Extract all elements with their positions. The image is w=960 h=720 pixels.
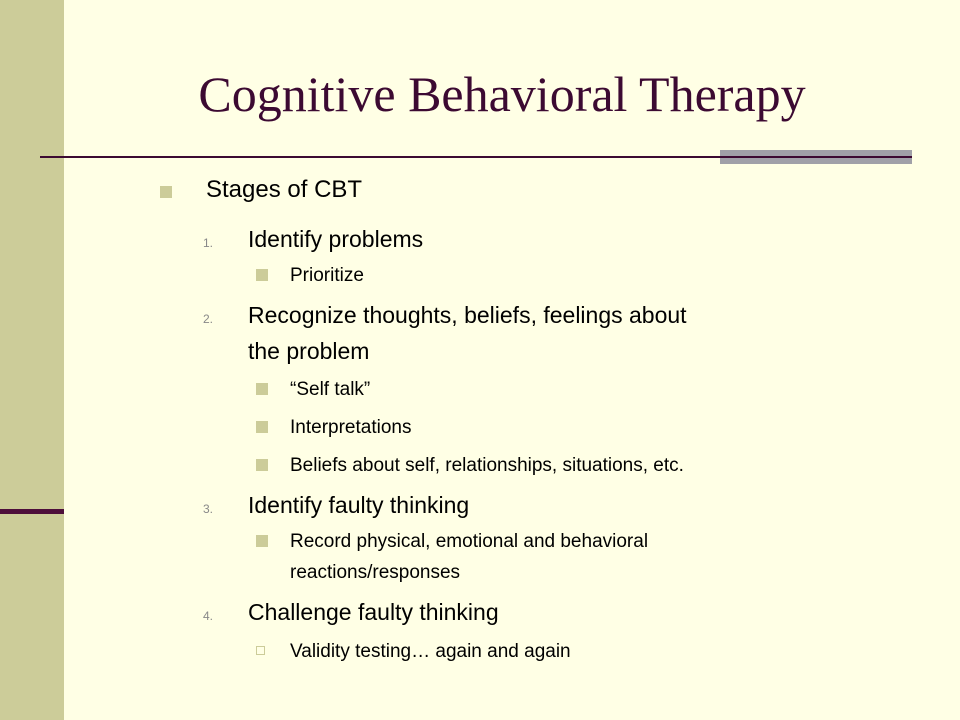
left-decorative-band: [0, 0, 64, 720]
step-text: Challenge faulty thinking: [248, 599, 499, 625]
left-band-accent: [0, 509, 64, 514]
step-text: Identify problems: [248, 226, 424, 252]
step-number: 2.: [203, 312, 214, 326]
step-text: Identify faulty thinking: [248, 492, 470, 518]
step-text-continued: the problem: [248, 338, 370, 364]
square-bullet-icon: [256, 459, 268, 471]
sub-item: Interpretations: [290, 417, 412, 438]
square-bullet-icon: [160, 186, 172, 198]
sub-item-continued: reactions/responses: [290, 562, 461, 583]
sub-item: “Self talk”: [290, 379, 371, 400]
step-number: 1.: [203, 236, 214, 250]
hollow-square-bullet-icon: [256, 646, 265, 655]
square-bullet-icon: [256, 421, 268, 433]
sub-item: Validity testing… again and again: [290, 641, 571, 662]
step-number: 3.: [203, 502, 214, 516]
step-number: 4.: [203, 609, 214, 623]
sub-item: Prioritize: [290, 265, 364, 286]
section-heading: Stages of CBT: [206, 176, 363, 203]
square-bullet-icon: [256, 383, 268, 395]
title-rule: [40, 156, 912, 158]
slide-title: Cognitive Behavioral Therapy: [198, 66, 806, 122]
square-bullet-icon: [256, 269, 268, 281]
step-text: Recognize thoughts, beliefs, feelings ab…: [248, 302, 687, 328]
square-bullet-icon: [256, 535, 268, 547]
sub-item: Record physical, emotional and behaviora…: [290, 531, 649, 552]
sub-item: Beliefs about self, relationships, situa…: [290, 455, 684, 476]
